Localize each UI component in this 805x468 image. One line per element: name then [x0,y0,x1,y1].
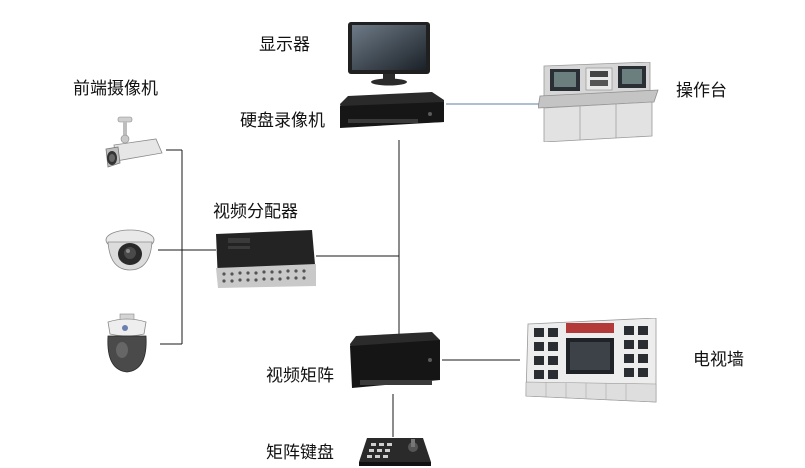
dvr-label: 硬盘录像机 [240,111,325,131]
matrix-keyboard-label: 矩阵键盘 [266,443,334,463]
control-keyboard-icon [357,434,433,468]
rack-recorder-icon [340,92,444,136]
operator-console-icon [537,61,660,143]
dome-camera-icon [102,222,158,274]
monitor-label: 显示器 [259,35,310,55]
video-distributor-icon [214,228,318,288]
video-distributor-label: 视频分配器 [213,202,298,222]
lcd-monitor-icon [346,20,432,86]
tv-wall-label: 电视墙 [693,350,744,370]
tv-wall-icon [520,317,660,406]
console-label: 操作台 [676,81,727,101]
video-matrix-icon [350,330,442,394]
bullet-camera-icon [100,113,166,179]
front-cameras-label: 前端摄像机 [73,79,158,99]
ptz-speed-dome-icon [94,312,160,378]
video-matrix-label: 视频矩阵 [266,366,334,386]
